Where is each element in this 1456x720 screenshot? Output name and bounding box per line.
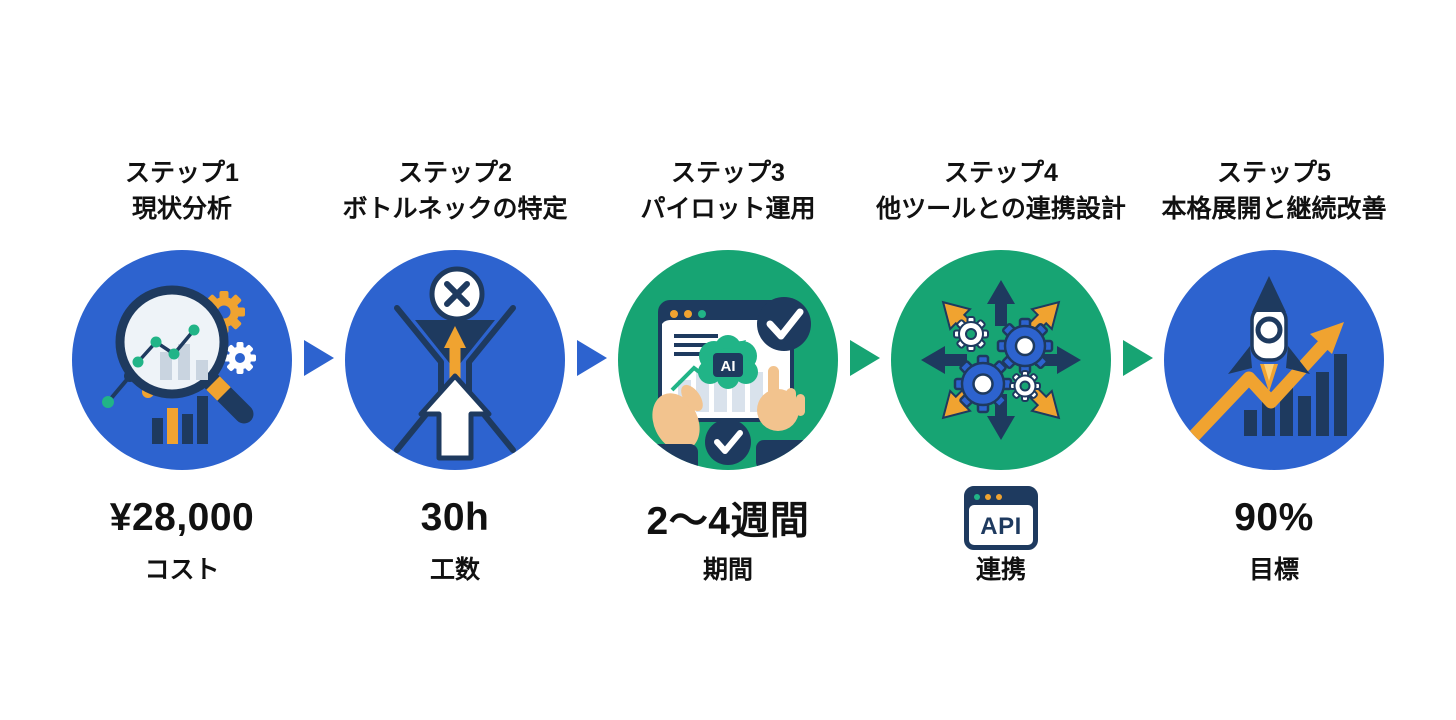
step-title-3: ステップ3 パイロット運用 (640, 156, 815, 240)
step-title-2: ステップ2 ボトルネックの特定 (342, 156, 567, 240)
rocket-growth-icon (1187, 276, 1347, 443)
step-title-line2: 他ツールとの連携設計 (876, 194, 1126, 223)
ai-label: AI (721, 358, 736, 375)
step-value-label: 期間 (702, 556, 753, 584)
step-title-line1: ステップ1 (125, 159, 239, 187)
step-value: ¥28,000 (109, 496, 255, 539)
step-title-line1: ステップ2 (398, 159, 512, 187)
step-title-4: ステップ4 他ツールとの連携設計 (876, 156, 1126, 240)
step-title-line2: 本格展開と継続改善 (1161, 194, 1387, 223)
step-column-3: ステップ3 パイロット運用 (608, 156, 848, 586)
triangle-arrow-icon (849, 340, 880, 376)
step-title-5: ステップ5 本格展開と継続改善 (1161, 156, 1386, 240)
gear-white-icon (224, 342, 256, 374)
step-value: 90% (1234, 496, 1314, 539)
connector-arrow-1 (302, 340, 335, 376)
step-value-label: 連携 (975, 556, 1026, 584)
step-column-1: ステップ1 現状分析 (62, 156, 302, 586)
step-title-line2: パイロット運用 (640, 194, 816, 223)
step-circle-4 (891, 250, 1111, 470)
gear-blue-large-icon (953, 354, 1013, 414)
step-column-5: ステップ5 本格展開と継続改善 (1154, 156, 1394, 586)
step-circle-2 (345, 250, 565, 470)
rocket-icon (1228, 276, 1310, 392)
step-title-line1: ステップ3 (671, 159, 785, 187)
triangle-arrow-icon (1122, 340, 1153, 376)
step-title-1: ステップ1 現状分析 (125, 156, 239, 240)
step-column-4: ステップ4 他ツールとの連携設計 (876, 156, 1126, 586)
step-column-2: ステップ2 ボトルネックの特定 30h 工数 (335, 156, 575, 586)
connector-arrow-3 (848, 340, 881, 376)
step-title-line1: ステップ5 (1217, 159, 1331, 187)
step-title-line2: 現状分析 (131, 194, 232, 223)
bottleneck-funnel-icon (394, 266, 516, 461)
step-value-label: コスト (144, 556, 220, 584)
step-value-api: API (963, 486, 1039, 550)
steps-row: ステップ1 現状分析 (62, 156, 1394, 586)
magnifier-analysis-icon (102, 285, 256, 444)
gear-white-small-icon (1009, 370, 1041, 402)
connector-arrow-2 (575, 340, 608, 376)
gear-white-small-icon (953, 316, 989, 352)
step-circle-3: AI (618, 250, 838, 470)
api-window-icon: API (964, 486, 1038, 550)
gears-integration-icon (921, 280, 1081, 440)
hand-left-icon (642, 384, 703, 470)
api-label: API (980, 513, 1022, 540)
gear-blue-large-icon (996, 317, 1054, 375)
ai-pilot-screen-icon: AI (642, 297, 811, 470)
check-circle-icon (705, 419, 751, 465)
step-value: 30h (420, 496, 490, 539)
step-value-label: 工数 (429, 556, 480, 584)
triangle-arrow-icon (576, 340, 607, 376)
step-circle-5 (1164, 250, 1384, 470)
ai-brain-icon: AI (698, 335, 758, 389)
step-value-label: 目標 (1248, 556, 1299, 584)
triangle-arrow-icon (303, 340, 334, 376)
step-value: 2〜4週間 (646, 500, 810, 543)
step-title-line1: ステップ4 (944, 159, 1058, 187)
step-circle-1 (72, 250, 292, 470)
check-circle-icon (757, 297, 811, 351)
connector-arrow-4 (1121, 340, 1154, 376)
step-title-line2: ボトルネックの特定 (342, 194, 568, 223)
